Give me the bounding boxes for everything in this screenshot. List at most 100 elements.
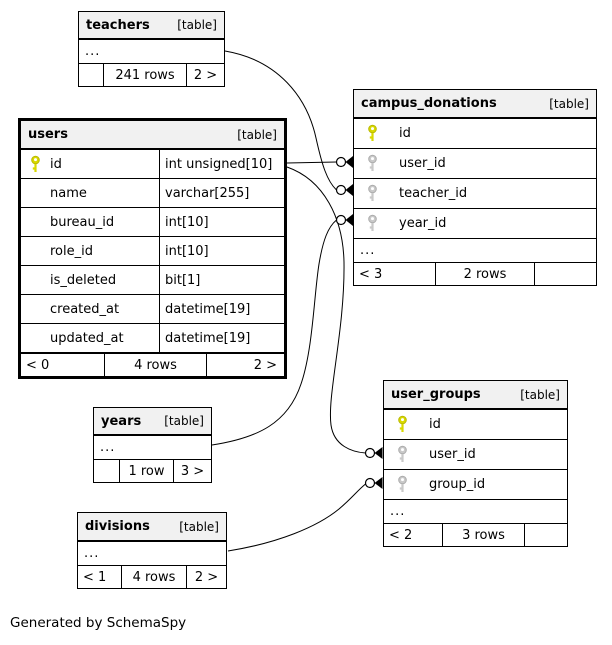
- table-type-tag: [table]: [179, 519, 219, 534]
- column-row-teacher-id: teacher_id: [354, 179, 596, 209]
- rel-users-to-campus-donations-user-id: [286, 161, 337, 164]
- primary-key-icon: [396, 415, 409, 434]
- marker-campus-donations-teacher-id: [335, 184, 353, 196]
- footer-out-degree: 3 >: [173, 460, 211, 482]
- footer-cell-right: [524, 524, 567, 546]
- table-footer: < 0 4 rows 2 >: [21, 353, 284, 376]
- key-icon-spacer: [29, 271, 42, 290]
- table-user-groups[interactable]: user_groups [table] id user_id g: [383, 380, 568, 547]
- table-name: teachers: [86, 17, 150, 33]
- footer-cell-right: [534, 263, 596, 285]
- table-years-header[interactable]: years [table]: [94, 408, 211, 436]
- column-row-id: id: [354, 119, 596, 149]
- column-name: id: [399, 126, 411, 141]
- column-row-user-id: user_id: [384, 440, 567, 470]
- key-icon-spacer: [29, 329, 42, 348]
- column-name: role_id: [50, 243, 93, 259]
- key-icon-spacer: [29, 242, 42, 261]
- table-footer: < 3 2 rows: [354, 263, 596, 285]
- table-footer: < 1 4 rows 2 >: [78, 566, 226, 588]
- table-users[interactable]: users [table] id int unsigned[10] name v…: [18, 118, 287, 379]
- table-user-groups-header[interactable]: user_groups [table]: [384, 381, 567, 410]
- footer-row-count: 1 row: [119, 460, 173, 482]
- column-name: bureau_id: [50, 214, 115, 230]
- foreign-key-icon: [366, 154, 379, 173]
- column-row-user-id: user_id: [354, 149, 596, 179]
- foreign-key-icon: [366, 184, 379, 203]
- table-name: users: [28, 127, 68, 142]
- table-footer: 1 row 3 >: [94, 460, 211, 482]
- foreign-key-icon: [396, 445, 409, 464]
- table-name: divisions: [85, 519, 150, 534]
- footer-in-degree: < 3: [359, 266, 383, 282]
- collapsed-columns-row: ...: [354, 239, 596, 263]
- footer-row-count: 3 rows: [442, 524, 524, 546]
- footer-row-count: 2 rows: [435, 263, 534, 285]
- column-type: int[10]: [165, 214, 209, 230]
- table-name: user_groups: [391, 387, 481, 402]
- table-campus-donations[interactable]: campus_donations [table] id user_id: [353, 89, 597, 286]
- marker-user-groups-group-id: [364, 477, 383, 489]
- column-name: name: [50, 185, 87, 201]
- table-footer: 241 rows 2 >: [79, 64, 224, 86]
- column-name: id: [429, 417, 441, 432]
- column-name: created_at: [50, 301, 120, 317]
- foreign-key-icon: [396, 475, 409, 494]
- collapsed-columns-row: ...: [384, 500, 567, 524]
- column-row-is-deleted: is_deleted bit[1]: [21, 266, 284, 295]
- marker-campus-donations-user-id: [335, 156, 353, 168]
- column-row-id: id int unsigned[10]: [21, 150, 284, 179]
- table-name: campus_donations: [361, 96, 497, 111]
- footer-row-count: 4 rows: [121, 566, 186, 588]
- column-type: varchar[255]: [165, 185, 250, 201]
- column-name: user_id: [399, 156, 446, 171]
- rel-divisions-to-user-groups-group-id: [227, 483, 366, 552]
- table-type-tag: [table]: [164, 414, 204, 428]
- key-icon-spacer: [29, 300, 42, 319]
- footer-row-count: 241 rows: [103, 64, 186, 86]
- primary-key-icon: [366, 124, 379, 143]
- column-row-updated-at: updated_at datetime[19]: [21, 324, 284, 353]
- column-row-group-id: group_id: [384, 470, 567, 500]
- footer-in-degree: < 0: [26, 357, 50, 373]
- table-teachers-header[interactable]: teachers [table]: [79, 12, 224, 40]
- table-years[interactable]: years [table] ... 1 row 3 >: [93, 407, 212, 483]
- key-icon-spacer: [29, 213, 42, 232]
- table-divisions-header[interactable]: divisions [table]: [78, 513, 226, 542]
- column-name: group_id: [429, 477, 486, 492]
- marker-user-groups-user-id: [364, 447, 383, 459]
- table-users-header[interactable]: users [table]: [21, 121, 284, 150]
- column-name: year_id: [399, 216, 447, 231]
- table-divisions[interactable]: divisions [table] ... < 1 4 rows 2 >: [77, 512, 227, 589]
- primary-key-icon: [29, 155, 42, 174]
- footer-row-count: 4 rows: [104, 354, 206, 376]
- table-campus-donations-header[interactable]: campus_donations [table]: [354, 90, 596, 119]
- column-name: id: [50, 156, 62, 172]
- column-name: user_id: [429, 447, 476, 462]
- column-row-bureau-id: bureau_id int[10]: [21, 208, 284, 237]
- column-row-year-id: year_id: [354, 209, 596, 239]
- footer-cell-left: [94, 460, 119, 482]
- footer-in-degree: < 2: [389, 527, 413, 543]
- footer-cell-left: [79, 64, 103, 86]
- table-type-tag: [table]: [177, 18, 217, 32]
- column-name: teacher_id: [399, 186, 468, 201]
- collapsed-columns-row: ...: [78, 542, 226, 566]
- table-teachers[interactable]: teachers [table] ... 241 rows 2 >: [78, 11, 225, 87]
- column-name: is_deleted: [50, 272, 117, 288]
- footer-out-degree: 2 >: [186, 566, 226, 588]
- collapsed-columns-row: ...: [94, 436, 211, 460]
- marker-campus-donations-year-id: [335, 214, 353, 226]
- column-type: datetime[19]: [165, 330, 251, 346]
- column-type: int unsigned[10]: [165, 156, 273, 172]
- column-row-id: id: [384, 410, 567, 440]
- column-type: bit[1]: [165, 272, 201, 288]
- footer-in-degree: < 1: [83, 569, 107, 585]
- table-type-tag: [table]: [237, 127, 277, 142]
- key-icon-spacer: [29, 184, 42, 203]
- column-type: int[10]: [165, 243, 209, 259]
- generated-by-caption: Generated by SchemaSpy: [10, 615, 187, 631]
- column-row-name: name varchar[255]: [21, 179, 284, 208]
- foreign-key-icon: [366, 214, 379, 233]
